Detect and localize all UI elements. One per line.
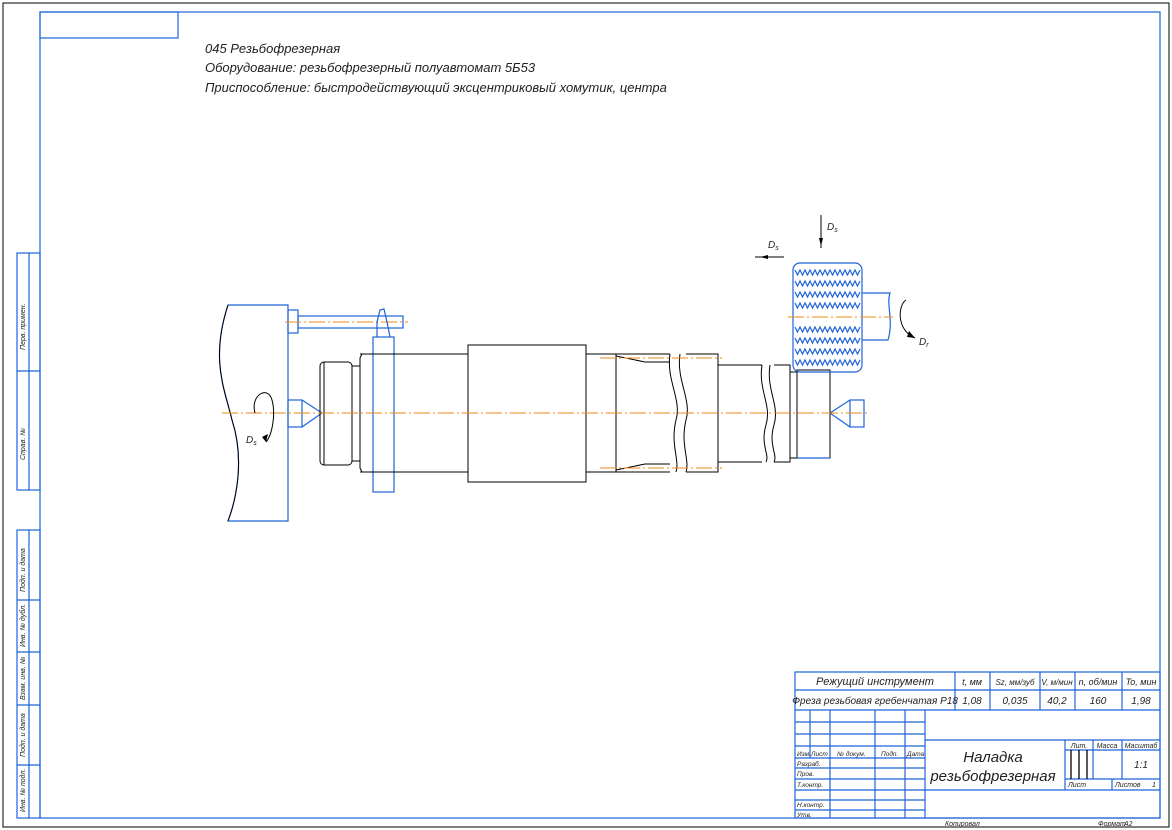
inner-frame <box>39 11 1161 819</box>
scale-value: 1:1 <box>1134 760 1148 771</box>
td-t: 1,08 <box>962 696 982 707</box>
cutter-tooth-row <box>794 301 861 310</box>
drawing-title-1: Наладка <box>963 749 1023 766</box>
cutter-tooth-row <box>794 279 861 288</box>
operation-title: 045 Резьбофрезерная <box>205 41 340 56</box>
th-n: n, об/мин <box>1079 677 1118 687</box>
role-tcontrol: Т.контр. <box>797 782 823 789</box>
title-block-grid <box>795 710 1160 818</box>
td-sz: 0,035 <box>1002 696 1027 707</box>
th-tool: Режущий инструмент <box>816 676 934 688</box>
cutter-tooth-row <box>794 290 861 299</box>
format-label: Формат <box>1098 821 1126 828</box>
copied-label: Копировал <box>945 821 980 828</box>
scale-label: Масштаб <box>1125 742 1159 750</box>
cutter-tooth-row <box>794 268 861 277</box>
td-v: 40,2 <box>1047 696 1067 707</box>
clamp-dog <box>372 308 395 493</box>
col-izm: Изм. <box>797 751 811 758</box>
th-v: V, м/мин <box>1041 678 1073 687</box>
drawing-title-2: резьбофрезерная <box>929 768 1055 785</box>
cutter-tooth-row <box>794 325 861 334</box>
fixture-line: Приспособление: быстродействующий эксцен… <box>205 80 667 95</box>
side-stamp-bottom: Подп. и дата Инв. № дубл. Взам. инв. № П… <box>16 529 41 819</box>
stamp-label: Подп. и дата <box>19 713 27 757</box>
th-t: t, мм <box>962 677 982 687</box>
thread-milling-cutter <box>788 262 893 373</box>
td-to: 1,98 <box>1131 696 1151 707</box>
th-sz: Sz, мм/зуб <box>995 678 1035 687</box>
cutter-tooth-row <box>794 347 861 356</box>
td-n: 160 <box>1090 696 1107 707</box>
dr-label: Dr <box>919 337 929 349</box>
col-doc: № докум. <box>837 750 866 758</box>
col-sign: Подп. <box>881 750 898 758</box>
tool-table <box>794 671 1161 819</box>
col-list: Лист <box>810 751 828 758</box>
stamp-label: Взам. инв. № <box>20 656 27 700</box>
sheet-label: Лист <box>1067 782 1086 789</box>
cutter-tooth-row <box>794 358 861 367</box>
lit-label: Лит. <box>1070 743 1087 750</box>
ds-label-vertical: Ds <box>827 222 838 234</box>
format-value: А2 <box>1123 821 1133 828</box>
stamp-label: Перв. примен. <box>20 303 27 350</box>
stamp-label: Инв. № дубл. <box>19 604 27 647</box>
top-left-box <box>39 11 179 39</box>
stamp-label: Справ. № <box>20 428 27 460</box>
rotation-arrow-dr <box>899 299 916 339</box>
role-checker: Пров. <box>797 771 814 778</box>
rotation-arrow-ds <box>253 392 275 443</box>
th-to: To, мин <box>1126 677 1157 687</box>
sheets-value: 1 <box>1152 782 1156 789</box>
side-stamp-top: Перв. примен. Справ. № <box>16 252 41 491</box>
ds-label-horizontal: Ds <box>768 240 779 252</box>
sheets-label: Листов <box>1114 782 1141 789</box>
role-approved: Утв. <box>796 812 812 819</box>
mass-label: Масса <box>1097 743 1118 750</box>
col-date: Дата <box>906 751 925 758</box>
ds-label-workpiece: Ds <box>246 435 257 447</box>
role-developer: Разраб. <box>797 760 821 768</box>
td-tool: Фреза резьбовая гребенчатая Р18 <box>792 695 958 707</box>
stamp-label: Подп. и дата <box>19 548 27 592</box>
lit-cells <box>1070 750 1088 779</box>
role-ncontrol: Н.контр. <box>797 802 825 809</box>
equipment-line: Оборудование: резьбофрезерный полуавтома… <box>205 60 536 75</box>
cutter-tooth-row <box>794 336 861 345</box>
stamp-label: Инв. № подл. <box>19 769 27 812</box>
